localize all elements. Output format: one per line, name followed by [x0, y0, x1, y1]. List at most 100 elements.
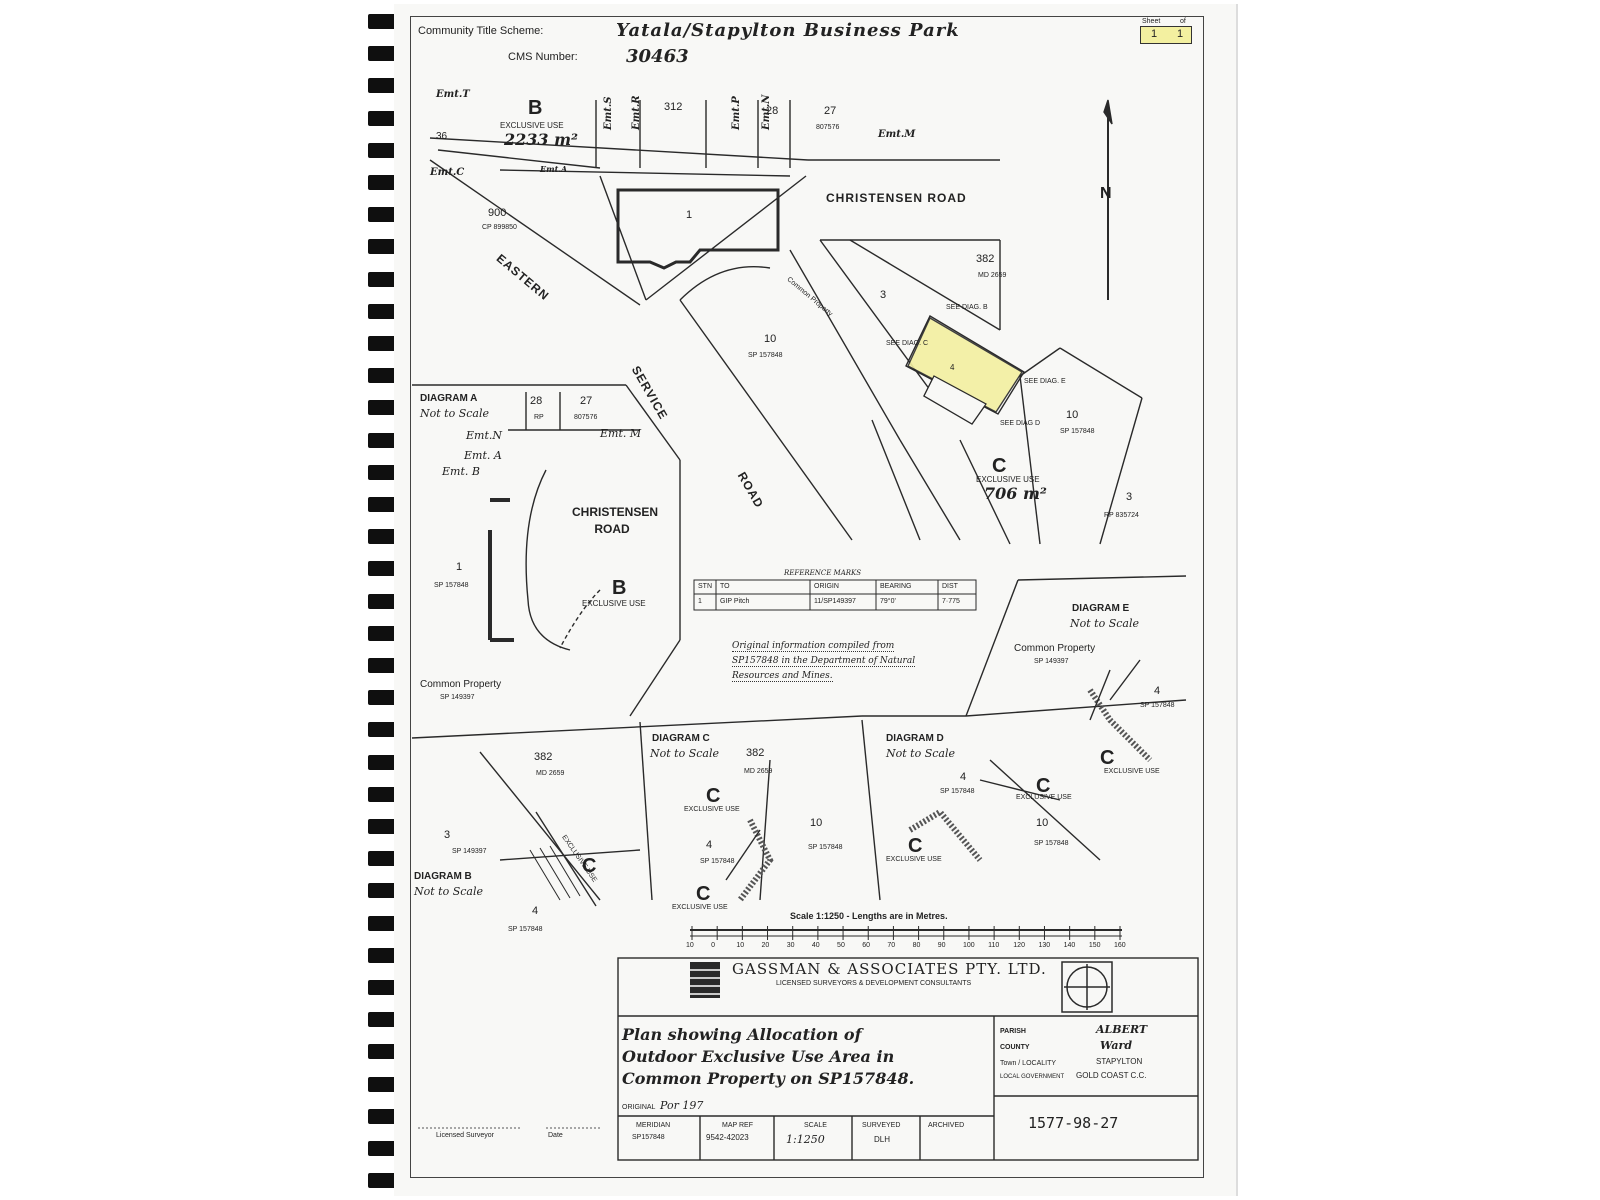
local-government-value: GOLD COAST C.C.: [1076, 1071, 1147, 1080]
lot-b-label: B: [528, 97, 543, 119]
diagram-a-sp: SP 157848: [434, 582, 469, 589]
binding-ring: [368, 207, 396, 223]
see-diag-e: SEE DIAG. E: [1024, 378, 1066, 385]
scale-label: SCALE: [804, 1122, 827, 1129]
reference-marks-header: ORIGIN: [814, 583, 839, 590]
lot-3: 3: [880, 289, 887, 301]
binding-ring: [368, 142, 396, 158]
diagram-a-subtitle: Not to Scale: [420, 407, 489, 420]
binding-ring: [368, 947, 396, 963]
binding-ring: [368, 46, 396, 62]
reference-marks-header: STN: [698, 583, 712, 590]
diagram-d-sp-4: SP 157848: [940, 788, 975, 795]
scale-tick-label: 90: [937, 942, 946, 949]
plan-number: 1577-98-27: [1028, 1114, 1119, 1132]
diagram-a-title: DIAGRAM A: [420, 393, 478, 404]
sheet-value: 1: [1151, 28, 1158, 40]
binding-ring: [368, 368, 396, 384]
binding-ring: [368, 754, 396, 770]
firm-name: GASSMAN & ASSOCIATES PTY. LTD.: [732, 960, 1047, 978]
diagram-b-lot-3: 3: [444, 829, 451, 841]
parish-value: ALBERT: [1096, 1023, 1148, 1036]
scale-value: 1:1250: [786, 1133, 825, 1146]
exclusive-use-c: EXCLUSIVE USE: [976, 475, 1040, 484]
original-value: Por 197: [660, 1099, 704, 1112]
plan-frame: [410, 16, 1204, 1178]
binding-ring: [368, 786, 396, 802]
scale-tick-label: 10: [736, 942, 745, 949]
diagram-c-exclusive-use-1: EXCLUSIVE USE: [684, 806, 740, 813]
lot-27: 27: [824, 105, 837, 117]
scale-tick-label: 30: [786, 942, 795, 949]
binding-ring: [368, 722, 396, 738]
note-line-3: Resources and Mines.: [732, 671, 833, 682]
scale-tick-label: 10: [686, 942, 694, 949]
diagram-b-lot-c: C: [582, 855, 597, 877]
diagram-b-subtitle: Not to Scale: [414, 885, 483, 898]
plan-title-1: Plan showing Allocation of: [622, 1025, 862, 1044]
diagram-d-lot-c2: C: [908, 835, 923, 857]
binding-ring: [368, 497, 396, 512]
exclusive-use-b: EXCLUSIVE USE: [500, 121, 564, 130]
diagram-c-title: DIAGRAM C: [652, 733, 710, 744]
emt-t: Emt.T: [436, 89, 470, 100]
county-value: Ward: [1100, 1039, 1133, 1052]
diagram-a-road: CHRISTENSEN ROAD: [572, 505, 659, 536]
binding-ring: [368, 851, 396, 867]
diagram-c-sp-10: SP 157848: [808, 844, 843, 851]
scale-tick-label: 50: [837, 942, 845, 949]
scale-tick-label: 40: [811, 942, 820, 949]
binding-ring: [368, 1108, 396, 1124]
binding-ring: [368, 271, 396, 287]
lot-4-main: 4: [950, 363, 955, 372]
scale-tick-label: 120: [1013, 942, 1025, 949]
lot-10-right: 10: [1066, 409, 1079, 421]
surveyed-label: SURVEYED: [862, 1122, 901, 1129]
binding-ring: [368, 239, 396, 255]
diagram-a-emt-n: Emt.N: [466, 429, 503, 442]
diagram-c-lot-382: 382: [746, 747, 765, 759]
plan-title-3: Common Property on SP157848.: [622, 1069, 915, 1088]
reference-marks-header: TO: [720, 583, 730, 590]
diagram-a-rp-807576: 807576: [574, 414, 598, 421]
binding-ring: [368, 1141, 396, 1156]
lot-c-label: C: [992, 455, 1007, 477]
cp-899850: CP 899850: [482, 224, 517, 231]
scale-tick-label: 100: [962, 942, 975, 949]
scheme-label: Community Title Scheme:: [418, 25, 544, 37]
md-2659: MD 2659: [978, 272, 1007, 279]
scale-tick-label: 110: [988, 942, 1000, 949]
diagram-c-lot-10: 10: [810, 817, 823, 829]
binding-ring: [368, 464, 396, 480]
scale-bar-label: Scale 1:1250 - Lengths are in Metres.: [790, 911, 948, 921]
scale-tick-label: 60: [862, 942, 871, 949]
binding-ring: [368, 1012, 396, 1028]
scale-tick-label: 80: [912, 942, 921, 949]
binding-ring: [368, 110, 396, 126]
lot-10-main: 10: [764, 333, 777, 345]
scale-tick-label: 70: [887, 942, 896, 949]
lot-900: 900: [488, 207, 507, 219]
diagram-b-lot-382: 382: [534, 751, 553, 763]
diagram-e-sp-4: SP 157848: [1140, 702, 1175, 709]
diagram-e-lot-c: C: [1100, 747, 1115, 769]
diagram-a-lot-b: B: [612, 577, 627, 599]
reference-marks-cell: 11/SP149397: [814, 598, 856, 605]
diagram-d-sp-10: SP 157848: [1034, 840, 1069, 847]
diagram-a-emt-m: Emt. M: [600, 427, 642, 440]
diagram-d-lot-4: 4: [960, 771, 967, 783]
note-line-2: SP157848 in the Department of Natural: [732, 656, 916, 667]
sp-157848-main: SP 157848: [748, 352, 783, 359]
diagram-e-cp-sp: SP 149397: [1034, 658, 1069, 665]
firm-subtitle: LICENSED SURVEYORS & DEVELOPMENT CONSULT…: [776, 980, 972, 987]
binding-ring: [368, 658, 396, 673]
diagram-e-common-property: Common Property: [1014, 643, 1096, 654]
binding-ring: [368, 819, 396, 834]
diagram-b-sp-4: SP 157848: [508, 926, 543, 933]
diagram-c-lot-c1: C: [706, 785, 721, 807]
diagram-e-lot-4: 4: [1154, 685, 1161, 697]
scale-tick-label: 160: [1114, 942, 1126, 949]
emt-n-top: Emt.N: [761, 94, 772, 130]
diagram-b-md: MD 2659: [536, 770, 565, 777]
reference-marks-cell: GIP Pitch: [720, 598, 750, 605]
